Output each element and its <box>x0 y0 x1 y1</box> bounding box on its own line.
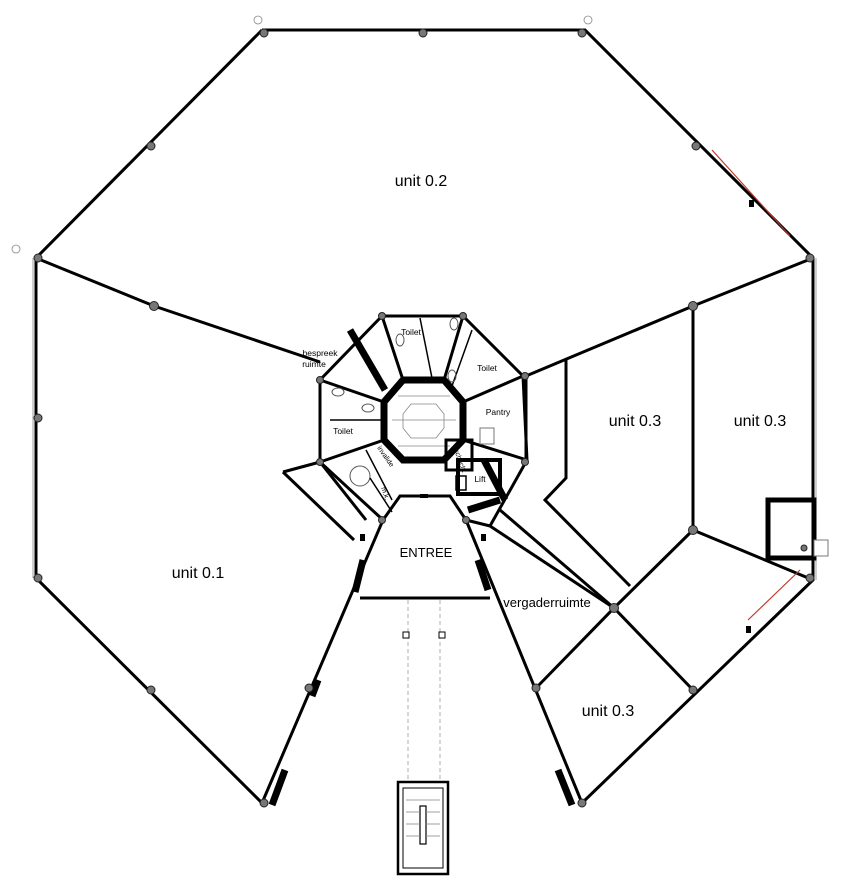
label-vergaderruimte: vergaderruimte <box>503 595 590 610</box>
stair-block-east <box>765 497 829 561</box>
column-marker <box>402 631 410 639</box>
label-unit-0-3-a: unit 0.3 <box>609 413 662 430</box>
column-marker <box>438 631 446 639</box>
label-mk: m.k. <box>379 486 390 501</box>
core-left-wing <box>281 460 393 542</box>
label-unit-0-2: unit 0.2 <box>395 173 448 190</box>
facade-accents <box>360 149 801 633</box>
south-stair <box>396 780 450 876</box>
columns <box>33 28 815 808</box>
label-pantry: Pantry <box>486 407 511 417</box>
label-toilet-top: Toilet <box>401 327 421 337</box>
grid-markers <box>11 15 593 254</box>
label-lift: Lift <box>474 474 486 484</box>
label-bespreek-line2: ruimte <box>302 359 326 369</box>
central-core <box>318 314 529 528</box>
label-unit-0-1: unit 0.1 <box>172 565 225 582</box>
unit-walls <box>35 256 814 692</box>
label-unit-0-3-b: unit 0.3 <box>734 413 787 430</box>
label-toilet-left: Toilet <box>333 426 353 436</box>
label-entree: ENTREE <box>400 545 453 560</box>
label-unit-0-3-c: unit 0.3 <box>582 703 635 720</box>
label-toilet-right: Toilet <box>477 363 497 373</box>
label-bespreek-line1: bespreek <box>303 348 339 358</box>
entrance-wings <box>260 519 584 807</box>
